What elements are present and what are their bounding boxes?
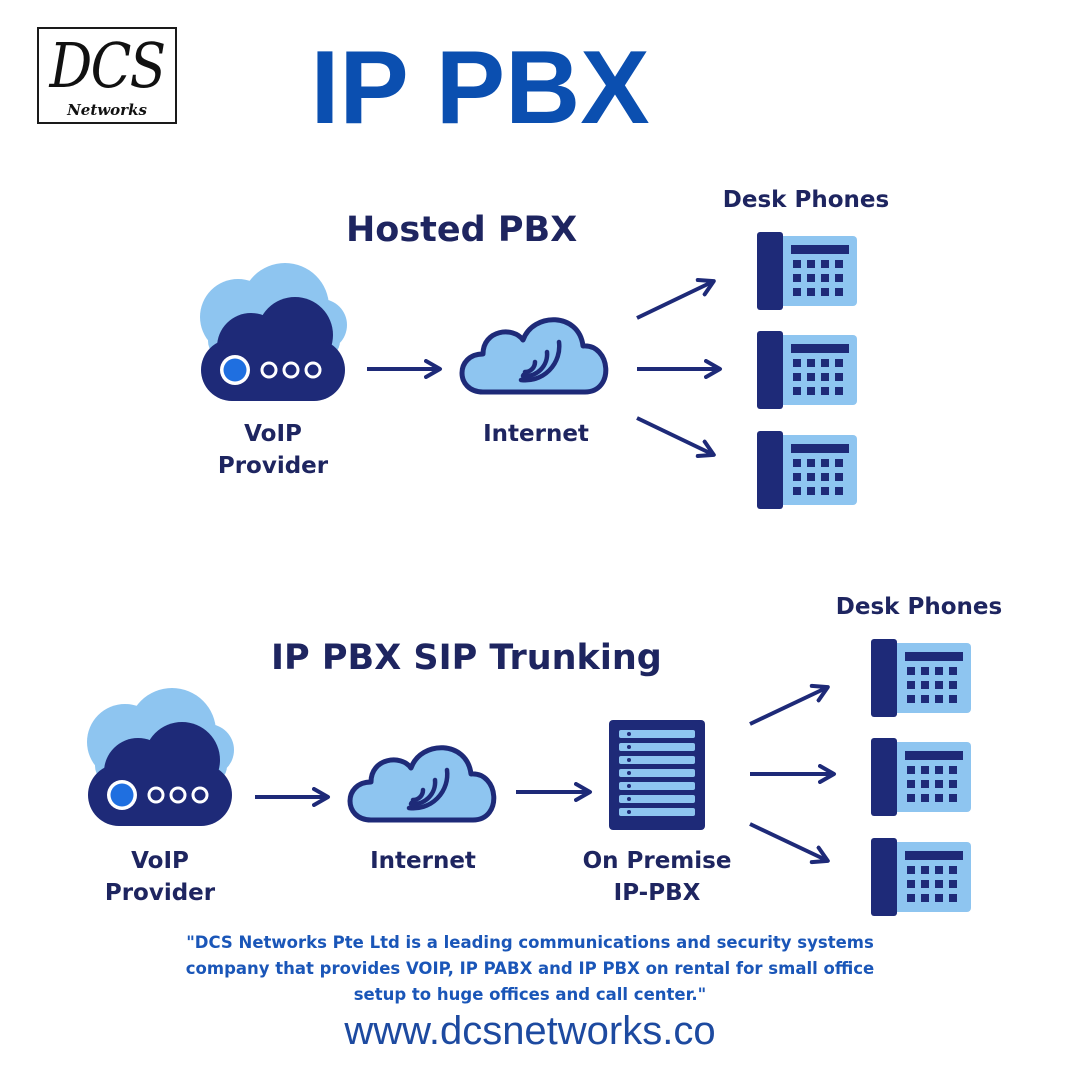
arrow-ippbx-to-phone-3 xyxy=(749,822,830,865)
internet-label: Internet xyxy=(483,421,589,447)
arrow-ippbx-to-phone-1 xyxy=(749,683,830,726)
website-url[interactable]: www.dcsnetworks.co xyxy=(344,1009,716,1053)
desk-phone-icon xyxy=(871,838,971,916)
arrow-internet-to-phone-3 xyxy=(636,416,716,459)
arrow-internet-to-phone-1 xyxy=(636,277,716,320)
page-title: IP PBX xyxy=(310,30,650,146)
desk-phone-icon xyxy=(757,232,857,310)
logo-subtitle: Networks xyxy=(67,101,147,119)
internet-cloud-icon xyxy=(350,748,494,820)
voip-provider-label: VoIP Provider xyxy=(85,845,235,909)
desk-phones-label: Desk Phones xyxy=(722,187,890,213)
voip-provider-label: VoIP Provider xyxy=(198,418,348,482)
logo-mark: DCS xyxy=(49,29,167,102)
onprem-label-line1: On Premise xyxy=(582,848,732,874)
internet-label: Internet xyxy=(370,848,476,874)
desk-phone-icon xyxy=(871,639,971,717)
voip-label-line2: Provider xyxy=(104,880,216,906)
voip-provider-cloud-icon xyxy=(85,686,236,828)
voip-label-line2: Provider xyxy=(217,453,329,479)
internet-cloud-icon xyxy=(462,320,606,392)
onprem-label-line2: IP-PBX xyxy=(613,880,701,906)
desk-phones-label: Desk Phones xyxy=(835,594,1003,620)
voip-label-line1: VoIP xyxy=(244,421,302,447)
sip-trunking-title: IP PBX SIP Trunking xyxy=(271,638,662,678)
hosted-pbx-title: Hosted PBX xyxy=(346,210,578,250)
logo: DCS Networks xyxy=(37,27,177,124)
on-premise-ippbx-label: On Premise IP-PBX xyxy=(572,845,742,909)
voip-label-line1: VoIP xyxy=(131,848,189,874)
voip-provider-cloud-icon xyxy=(198,261,349,403)
desk-phone-icon xyxy=(757,431,857,509)
desk-phone-icon xyxy=(757,331,857,409)
server-icon xyxy=(609,720,705,830)
company-quote: "DCS Networks Pte Ltd is a leading commu… xyxy=(185,933,875,1004)
desk-phone-icon xyxy=(871,738,971,816)
